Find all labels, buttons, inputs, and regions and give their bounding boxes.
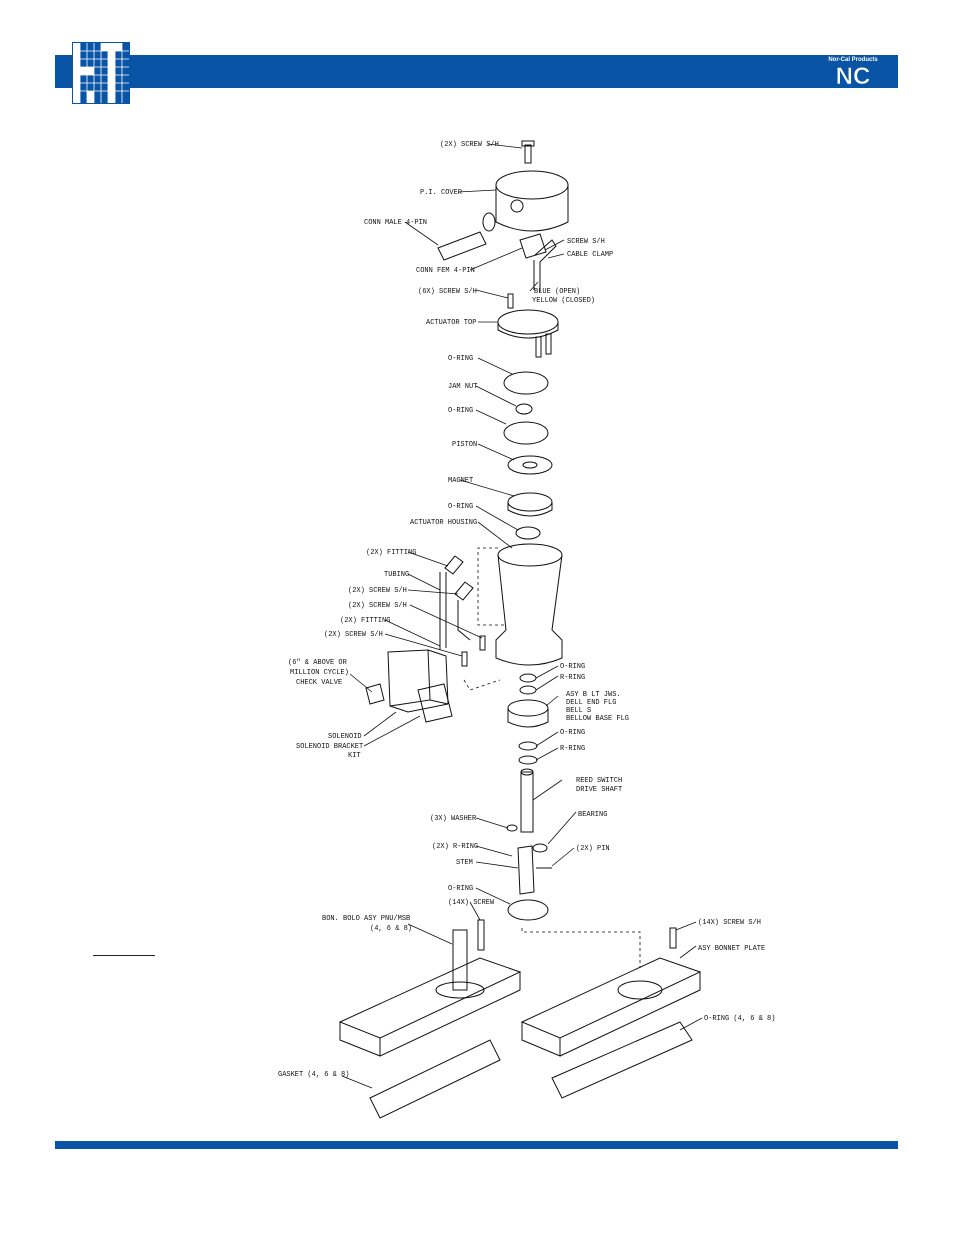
label-rring-2: R-RING [560,745,585,753]
conn-fem-part [519,233,547,259]
label-screw-2x-b: (2X) SCREW S/H [348,602,407,610]
label-actuator-top: ACTUATOR TOP [426,319,476,327]
label-fitting-2x-a: (2X) FITTING [366,549,416,557]
brand-mark: NC [836,64,871,87]
left-bonnet-plate-part [338,957,522,1039]
label-jam-nut: JAM NUT [448,383,477,391]
right-oring-gasket-part [551,1021,693,1099]
conn-male-part [437,231,487,261]
bellows-part [507,699,549,717]
jam-nut-part [515,403,533,415]
rring-part-1 [519,685,537,695]
label-bellows-4: BELLOW BASE FLG [566,715,629,723]
label-tubing: TUBING [384,571,409,579]
fitting-part-a [444,555,464,575]
label-oring-1: O-RING [448,355,473,363]
bearing-part [532,843,548,853]
logo-grid-icon [73,43,129,103]
label-rring-2x: (2X) R-RING [432,843,478,851]
label-oring-5: O-RING [560,729,585,737]
label-cable-clamp: CABLE CLAMP [567,251,613,259]
label-bellows-3: BELL S [566,707,591,715]
label-blue-open: BLUE (OPEN) [534,288,580,296]
pi-cover-part [495,170,569,200]
label-bon-bolo-2: (4, 6 & 8) [370,925,412,933]
label-oring-2: O-RING [448,407,473,415]
label-check-valve-2: MILLION CYCLE) [290,669,349,677]
actuator-top-part [497,309,559,335]
label-yellow-closed: YELLOW (CLOSED) [532,297,595,305]
label-bellows-2: DELL END FLG [566,699,616,707]
label-fitting-2x-b: (2X) FITTING [340,617,390,625]
label-oring-468: O-RING (4, 6 & 8) [704,1015,775,1023]
solenoid-part [387,649,431,707]
cable-clamp-part [534,239,557,263]
label-conn-fem: CONN FEM 4-PIN [416,267,475,275]
footer-bar [55,1141,898,1149]
label-actuator-housing: ACTUATOR HOUSING [410,519,477,527]
label-screw-sh: SCREW S/H [567,238,605,246]
label-screw-6x: (6X) SCREW S/H [418,288,477,296]
label-solenoid: SOLENOID [328,733,362,741]
label-oring-6: O-RING [448,885,473,893]
company-logo [72,42,130,104]
label-screw-2x-a: (2X) SCREW S/H [348,587,407,595]
label-rring-1: R-RING [560,674,585,682]
label-solenoid-bracket-2: KIT [348,752,361,760]
rring-part-2 [518,755,538,765]
label-pin-2x: (2X) PIN [576,845,610,853]
label-washer-3x: (3X) WASHER [430,815,477,823]
oring-part-3 [515,526,541,540]
label-gasket: GASKET (4, 6 & 8) [278,1071,349,1079]
drive-shaft-part [520,771,534,833]
label-stem: STEM [456,859,473,867]
brand-mark-icon: NC [835,64,871,87]
oring-part-1 [503,371,549,395]
label-bearing: BEARING [578,811,607,819]
label-bon-bolo-1: BON. BOLO ASY PNU/MSB [322,915,410,923]
header-bar [55,55,898,88]
fitting-part-b [454,581,474,601]
label-oring-4: O-RING [560,663,585,671]
label-screw-14x: (14X) SCREW [448,899,495,907]
piston-part [507,455,553,475]
label-magnet: MAGNET [448,477,473,485]
underline-mark [93,955,155,956]
label-check-valve-3: CHECK VALVE [296,679,342,687]
label-piston: PISTON [452,441,477,449]
label-reed-switch-2: DRIVE SHAFT [576,786,622,794]
label-bellows-1: ASY B LT JWS. [566,691,621,699]
label-solenoid-bracket-1: SOLENOID BRACKET [296,743,363,751]
left-gasket-part [369,1039,501,1119]
oring-part-6 [507,899,549,921]
label-screw-14x-sh: (14X) SCREW S/H [698,919,761,927]
label-pi-cover: P.I. COVER [420,189,463,197]
label-reed-switch-1: REED SWITCH [576,777,622,785]
label-bonnet-plate: ASY BONNET PLATE [698,945,765,953]
label-check-valve-1: (6" & ABOVE OR [288,659,348,667]
solenoid-bracket-part [417,683,453,723]
tubing-part [439,572,447,650]
stem-part [517,845,535,895]
oring-part-4 [519,673,537,683]
label-oring-3: O-RING [448,503,473,511]
right-bonnet-plate-part [520,957,702,1039]
oring-part-5 [518,741,538,751]
magnet-part [507,492,553,512]
label-screw-2x-top: (2X) SCREW S/H [440,141,499,149]
oring-part-2 [503,421,549,445]
brand-tagline: Nor-Cal Products [828,57,878,63]
label-screw-2x-c: (2X) SCREW S/H [324,631,383,639]
brand-logo: Nor-Cal Products NC [822,57,884,87]
actuator-housing-part [497,543,563,567]
label-conn-male: CONN MALE 4-PIN [364,219,427,227]
top-screw-part [524,144,532,164]
washer-part [506,824,518,832]
